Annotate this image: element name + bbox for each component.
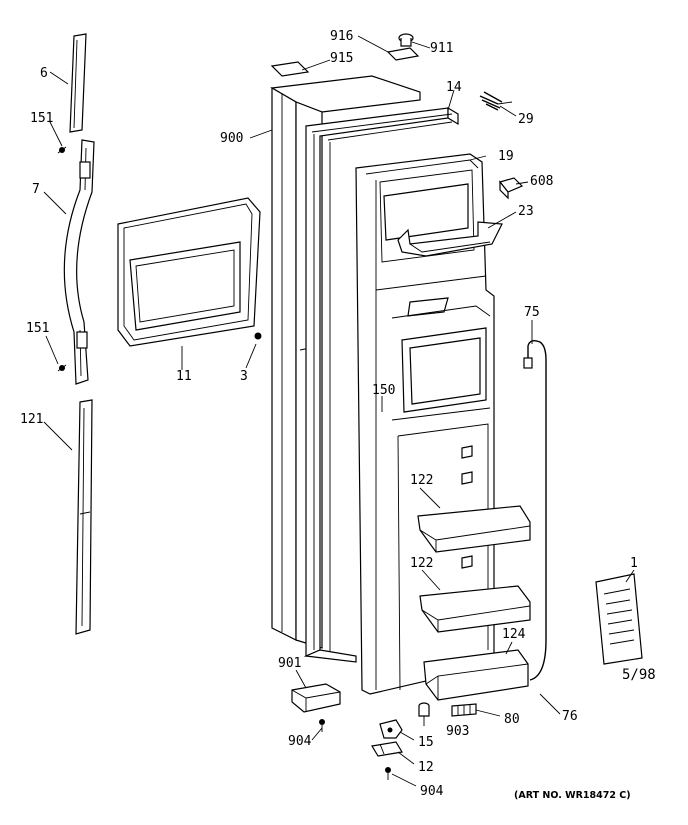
part-instruction-card [595,573,643,665]
leader-lines [43,35,635,787]
label-part-19: 19 [498,149,514,164]
label-part-3: 3 [240,369,248,384]
label-part-7: 7 [32,182,40,197]
label-part-911: 911 [430,41,453,56]
label-part-904-lower: 904 [420,784,444,799]
part-hinge-cover-901 [291,683,341,713]
label-part-608: 608 [530,174,553,189]
label-part-151-upper: 151 [30,111,53,126]
label-part-15: 15 [418,735,434,750]
part-handle-trim-lower [75,399,93,635]
label-part-121: 121 [20,412,43,427]
label-part-76: 76 [562,709,578,724]
part-shelf-23 [397,221,503,257]
label-part-122-upper: 122 [410,473,433,488]
part-dispenser-frame [117,197,261,347]
part-cover-915 [270,61,310,77]
label-part-75: 75 [524,305,540,320]
part-bin-122-lower [419,585,531,633]
label-part-80: 80 [504,712,520,727]
part-screw-upper [57,146,67,154]
label-part-916: 916 [330,29,353,44]
part-bin-124 [423,649,529,701]
label-part-904-upper: 904 [288,734,312,749]
part-bin-122-upper [417,505,531,553]
part-cam-15 [379,719,403,739]
part-bracket-916 [386,47,420,61]
label-part-124: 124 [502,627,526,642]
art-number: (ART NO. WR18472 C) [514,790,631,801]
label-part-1: 1 [630,556,638,571]
label-part-14: 14 [446,80,462,95]
label-part-23: 23 [518,204,534,219]
part-bushing-903 [418,702,430,717]
label-part-151-lower: 151 [26,321,49,336]
part-tube-75 [523,339,547,681]
part-door-gasket [303,106,459,663]
label-part-12: 12 [418,760,434,775]
part-door-handle [63,139,95,385]
label-part-901: 901 [278,656,301,671]
part-hole-plug-3 [254,332,262,340]
part-harness-29 [479,91,513,111]
label-part-29: 29 [518,112,534,127]
label-part-6: 6 [40,66,48,81]
part-screw-904-lower [385,767,391,780]
label-part-915: 915 [330,51,353,66]
part-clips [461,445,473,569]
label-part-903: 903 [446,724,469,739]
label-part-11: 11 [176,369,192,384]
part-screw-lower [57,364,67,372]
part-handle-trim-upper [69,33,87,133]
part-button-911 [398,33,414,47]
part-door-liner [355,153,495,695]
label-part-122-lower: 122 [410,556,433,571]
revision-date: 5/98 [622,667,656,683]
label-part-900: 900 [220,131,243,146]
part-hinge-12 [371,741,403,757]
part-switch-608 [498,177,524,200]
label-part-150: 150 [372,383,395,398]
part-connector-80 [451,703,477,717]
